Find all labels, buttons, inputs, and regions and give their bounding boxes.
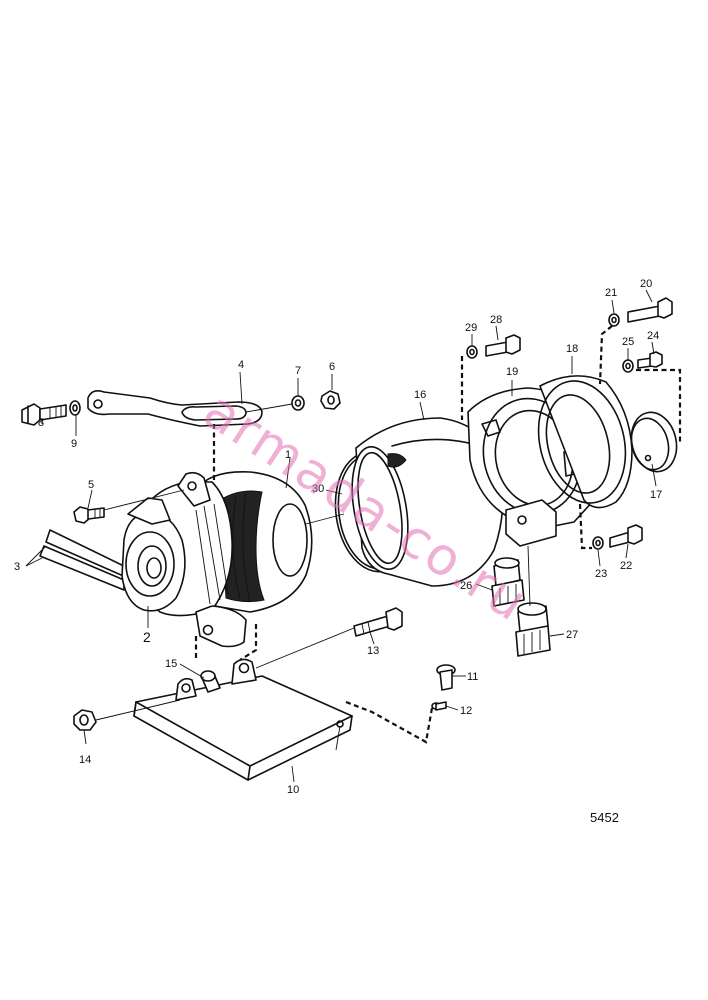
callout-14: 14 (79, 754, 91, 766)
callout-17: 17 (650, 489, 662, 501)
end-cover-18 (537, 375, 633, 509)
cover-shroud-16 (351, 417, 504, 587)
callout-20: 20 (640, 278, 652, 290)
callout-18: 18 (566, 343, 578, 355)
screw-12 (431, 701, 447, 711)
leader-lines (25, 289, 657, 783)
callout-15: 15 (165, 658, 177, 670)
callout-9: 9 (71, 438, 77, 450)
washer-29 (466, 345, 478, 359)
figure-number: 5452 (590, 810, 619, 825)
bolt-24 (637, 351, 663, 369)
washer-7 (291, 395, 305, 411)
callout-7: 7 (295, 365, 301, 377)
washer-21 (608, 313, 620, 327)
spacer-15 (200, 670, 221, 693)
callout-1: 1 (285, 449, 291, 461)
tension-bracket-4 (87, 390, 263, 427)
drive-belts-3 (39, 529, 129, 591)
callout-5: 5 (88, 479, 94, 491)
mounting-plate-10 (133, 658, 353, 781)
callout-26: 26 (460, 580, 472, 592)
callout-10: 10 (287, 784, 299, 796)
nut-14 (73, 709, 97, 731)
callout-13: 13 (367, 645, 379, 657)
callout-25: 25 (622, 336, 634, 348)
callout-22: 22 (620, 560, 632, 572)
callout-29: 29 (465, 322, 477, 334)
callout-11: 11 (467, 671, 478, 683)
callout-23: 23 (595, 568, 607, 580)
bolt-13 (353, 607, 403, 637)
callout-21: 21 (605, 287, 617, 299)
callout-16: 16 (414, 389, 426, 401)
washer-23 (592, 536, 604, 550)
bolt-8 (21, 403, 67, 426)
callout-30: 30 (312, 483, 324, 495)
callout-24: 24 (647, 330, 659, 342)
callout-4: 4 (238, 359, 244, 371)
fitting-26 (491, 557, 525, 607)
callout-8: 8 (38, 417, 44, 429)
cap-17 (630, 411, 678, 473)
bolt-5 (73, 506, 105, 524)
callout-27: 27 (566, 629, 578, 641)
callout-3: 3 (14, 561, 20, 573)
nut-6 (320, 390, 341, 410)
knob-11 (436, 664, 456, 691)
callout-28: 28 (490, 314, 502, 326)
callout-labels: 1 2 3 4 5 6 7 8 9 10 11 12 13 14 15 16 1… (14, 278, 662, 796)
bolt-28 (485, 334, 521, 357)
washer-9 (69, 400, 81, 416)
callout-12: 12 (460, 705, 472, 717)
pulley-2 (121, 497, 186, 612)
fitting-27 (515, 602, 551, 657)
washer-25 (622, 359, 634, 373)
callout-19: 19 (506, 366, 518, 378)
assembly-dash-lines (194, 325, 682, 744)
bolt-20 (627, 297, 673, 323)
callout-2: 2 (143, 629, 151, 645)
callout-6: 6 (329, 361, 335, 373)
bolt-22 (609, 524, 643, 548)
